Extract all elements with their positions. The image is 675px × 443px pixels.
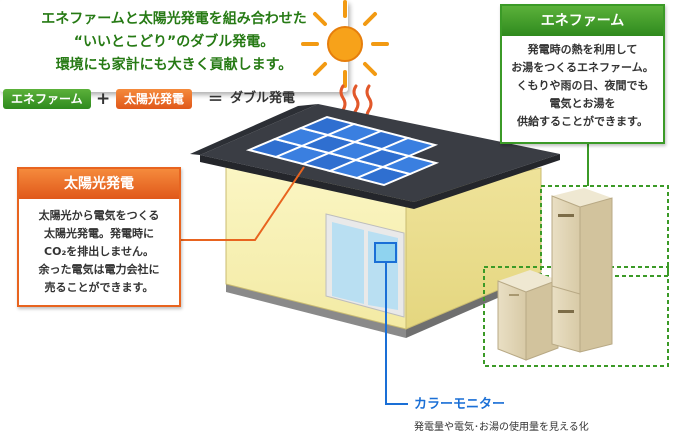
summary-line: “いいとこどり”のダブル発電。	[73, 34, 275, 50]
plus-sign: +	[96, 89, 111, 109]
monitor-callout-title: カラーモニター	[414, 397, 506, 412]
enefarm-callout-line: お湯をつくるエネファーム。	[511, 61, 654, 74]
solar-callout: 太陽光発電 太陽光から電気をつくる 太陽光発電。発電時に CO₂を排出しません。…	[17, 167, 181, 307]
monitor-callout-desc: 発電量や電気･お湯の使用量を見える化	[414, 422, 589, 433]
enefarm-callout-line: 発電時の熱を利用して	[527, 43, 638, 56]
solar-leader-line	[181, 166, 305, 241]
monitor-leader-line	[385, 262, 408, 405]
solar-callout-line: 売ることができます。	[44, 281, 154, 294]
solar-callout-title: 太陽光発電	[19, 169, 179, 199]
enefarm-callout: エネファーム 発電時の熱を利用して お湯をつくるエネファーム。 くもりや雨の日、…	[500, 4, 665, 144]
enefarm-callout-line: 供給することができます。	[517, 115, 648, 128]
enefarm-callout-line: くもりや雨の日、夜間でも	[516, 79, 649, 92]
summary-line: エネファームと太陽光発電を組み合わせた	[41, 11, 307, 27]
color-monitor	[374, 242, 397, 263]
summary-box: エネファームと太陽光発電を組み合わせた “いいとこどり”のダブル発電。 環境にも…	[0, 0, 348, 92]
solar-callout-line: 太陽光発電。発電時に	[44, 227, 154, 240]
enefarm-units	[497, 188, 613, 361]
summary-line: 環境にも家計にも大きく貢献します。	[55, 57, 293, 73]
sun-icon	[301, 0, 389, 88]
enefarm-callout-line: 電気とお湯を	[549, 97, 616, 110]
solar-badge: 太陽光発電	[116, 89, 193, 109]
double-generation-label: ダブル発電	[230, 91, 296, 106]
solar-callout-line: 余った電気は電力会社に	[38, 263, 160, 276]
solar-callout-line: CO₂を排出しません。	[44, 245, 154, 258]
solar-panel-array	[245, 115, 440, 187]
equals-sign: ＝	[208, 90, 224, 108]
enefarm-badge: エネファーム	[3, 89, 91, 109]
enefarm-callout-title: エネファーム	[502, 6, 663, 36]
solar-callout-line: 太陽光から電気をつくる	[38, 209, 160, 222]
